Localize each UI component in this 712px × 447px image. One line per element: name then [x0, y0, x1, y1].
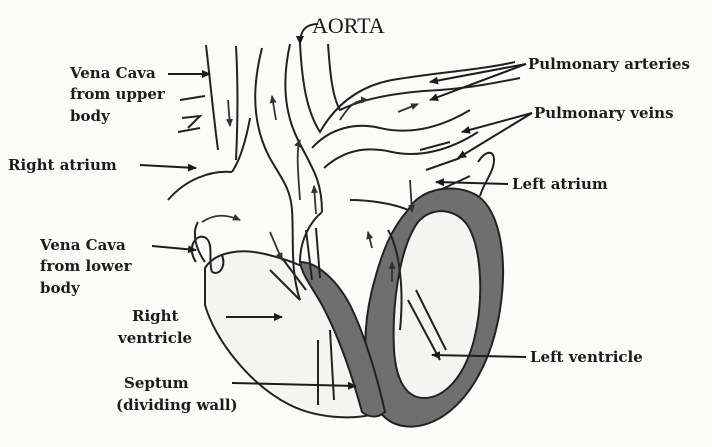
septum-label-line1: Septum — [124, 374, 189, 392]
aorta-label: AORTA — [312, 13, 385, 38]
vena-cava-upper-label-line1: Vena Cava — [69, 64, 156, 82]
vena-cava-lower-label-line2: from lower — [40, 257, 133, 275]
pulmonary-arteries-label: Pulmonary arteries — [528, 55, 690, 73]
right-ventricle-label-line2: ventricle — [117, 329, 192, 347]
pulmonary-veins-label: Pulmonary veins — [534, 104, 674, 122]
left-ventricle-label: Left ventricle — [530, 348, 643, 366]
vena-cava-lower-label-line3: body — [40, 279, 81, 297]
vena-cava-upper-label-line3: body — [70, 107, 111, 125]
septum-label-line2: (dividing wall) — [116, 396, 238, 414]
right-atrium-label: Right atrium — [8, 156, 117, 174]
left-atrium-label: Left atrium — [512, 175, 608, 193]
right-ventricle-label-line1: Right — [132, 307, 179, 325]
vena-cava-lower-label-line1: Vena Cava — [39, 236, 126, 254]
vena-cava-upper-label-line2: from upper — [70, 85, 166, 103]
superior-vena-cava — [206, 45, 218, 150]
